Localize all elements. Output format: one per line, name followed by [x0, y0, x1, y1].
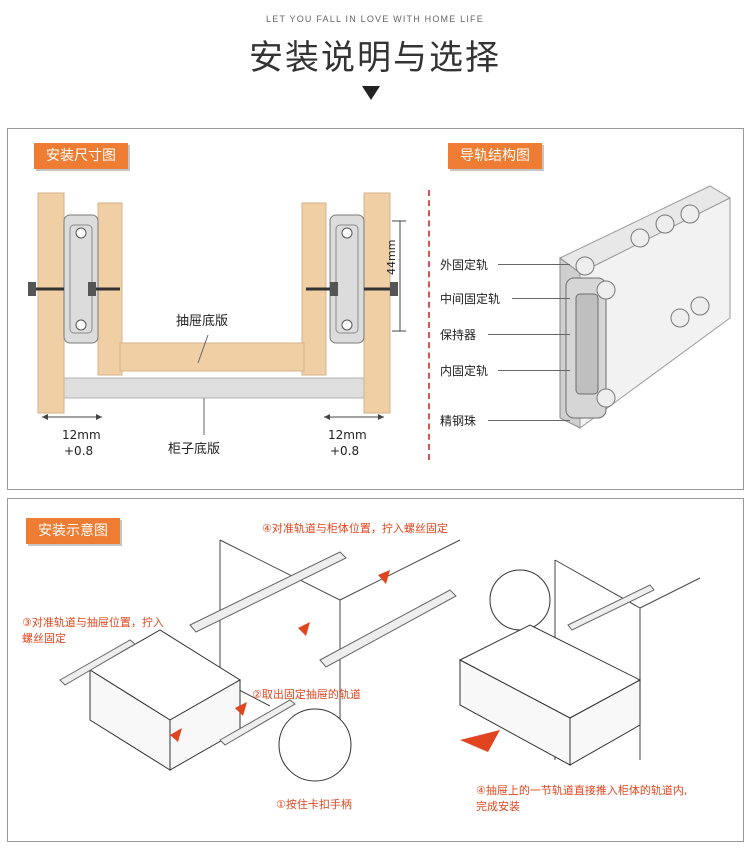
gap-left-label: 12mm: [62, 428, 101, 442]
ball-icon: [75, 319, 87, 331]
steel-ball-icon: [680, 204, 700, 224]
rail-part-middle: 中间固定轨: [440, 292, 501, 306]
steel-ball-icon: [670, 308, 690, 328]
rail-structure-diagram: [559, 185, 732, 429]
rail-part-inner: 内固定轨: [440, 364, 489, 378]
ball-icon: [75, 227, 87, 239]
rail-left: [63, 214, 99, 344]
ball-icon: [341, 319, 353, 331]
step4b-annotation-line1: ④抽屉上的一节轨道直接推入柜体的轨道内,: [476, 784, 688, 797]
drawer-rail: [59, 639, 136, 686]
cabinet-bottom-board: [39, 377, 383, 399]
leader-line: [197, 334, 209, 364]
gap-right-tolerance: +0.8: [330, 444, 360, 458]
step2-annotation: ②取出固定抽屉的轨道: [252, 688, 361, 701]
screw-icon: [88, 282, 120, 296]
cabinet-wall-left: [37, 192, 65, 414]
drawer-bottom-label: 抽屉底版: [176, 314, 229, 329]
step3-annotation-line2: 螺丝固定: [22, 632, 66, 645]
rail-structure-tag: 导轨结构图: [448, 143, 542, 169]
step4b-annotation-line2: 完成安装: [476, 800, 520, 813]
rail-part-outer: 外固定轨: [440, 258, 489, 272]
down-arrow-icon: [362, 86, 380, 100]
gap-right-label: 12mm: [328, 428, 367, 442]
step1-annotation: ①按住卡扣手柄: [276, 798, 352, 811]
page-title: 安装说明与选择: [249, 38, 501, 78]
drawer-rail: [219, 699, 296, 746]
step3-annotation-line1: ③对准轨道与抽屉位置，拧入: [22, 616, 164, 629]
magnifier-icon: [489, 569, 551, 631]
drawer-bottom-board: [119, 342, 305, 372]
cabinet-rail-right: [567, 584, 655, 631]
install-guide-diagram: [59, 539, 701, 782]
steel-ball-icon: [630, 228, 650, 248]
guide-dashed-line: [428, 190, 430, 460]
screw-icon: [364, 282, 398, 296]
step4-annotation: ④对准轨道与柜体位置，拧入螺丝固定: [262, 522, 448, 535]
screw-pin-icon: [378, 570, 390, 584]
steel-ball-icon: [596, 388, 616, 408]
rail-right: [329, 214, 365, 344]
steel-ball-icon: [690, 296, 710, 316]
cabinet-rail: [319, 589, 457, 668]
screw-icon: [28, 282, 64, 296]
rail-part-ball: 精钢珠: [440, 414, 477, 428]
install-size-tag: 安装尺寸图: [34, 143, 128, 169]
cabinet-wall-right: [363, 192, 391, 414]
push-arrow-icon: [460, 730, 500, 752]
screw-pin-icon: [235, 702, 247, 716]
steel-ball-icon: [596, 280, 616, 300]
magnifier-icon: [278, 708, 352, 782]
ball-icon: [341, 227, 353, 239]
cabinet-rail: [189, 551, 347, 633]
install-size-diagram: [28, 192, 406, 435]
height-dim-label: 44mm: [385, 239, 398, 275]
screw-pin-icon: [170, 728, 182, 742]
rail-part-labels: 外固定轨 中间固定轨 保持器 内固定轨 精钢珠: [440, 250, 570, 430]
steel-ball-icon: [575, 256, 595, 276]
gap-left-tolerance: +0.8: [64, 444, 94, 458]
install-guide-tag: 安装示意图: [26, 518, 120, 544]
screw-pin-icon: [298, 622, 310, 636]
cabinet-bottom-label: 柜子底版: [168, 442, 221, 457]
steel-ball-icon: [655, 214, 675, 234]
screw-icon: [306, 282, 338, 296]
header-subtitle: LET YOU FALL IN LOVE WITH HOME LIFE: [266, 14, 484, 24]
rail-part-cage: 保持器: [440, 328, 477, 342]
